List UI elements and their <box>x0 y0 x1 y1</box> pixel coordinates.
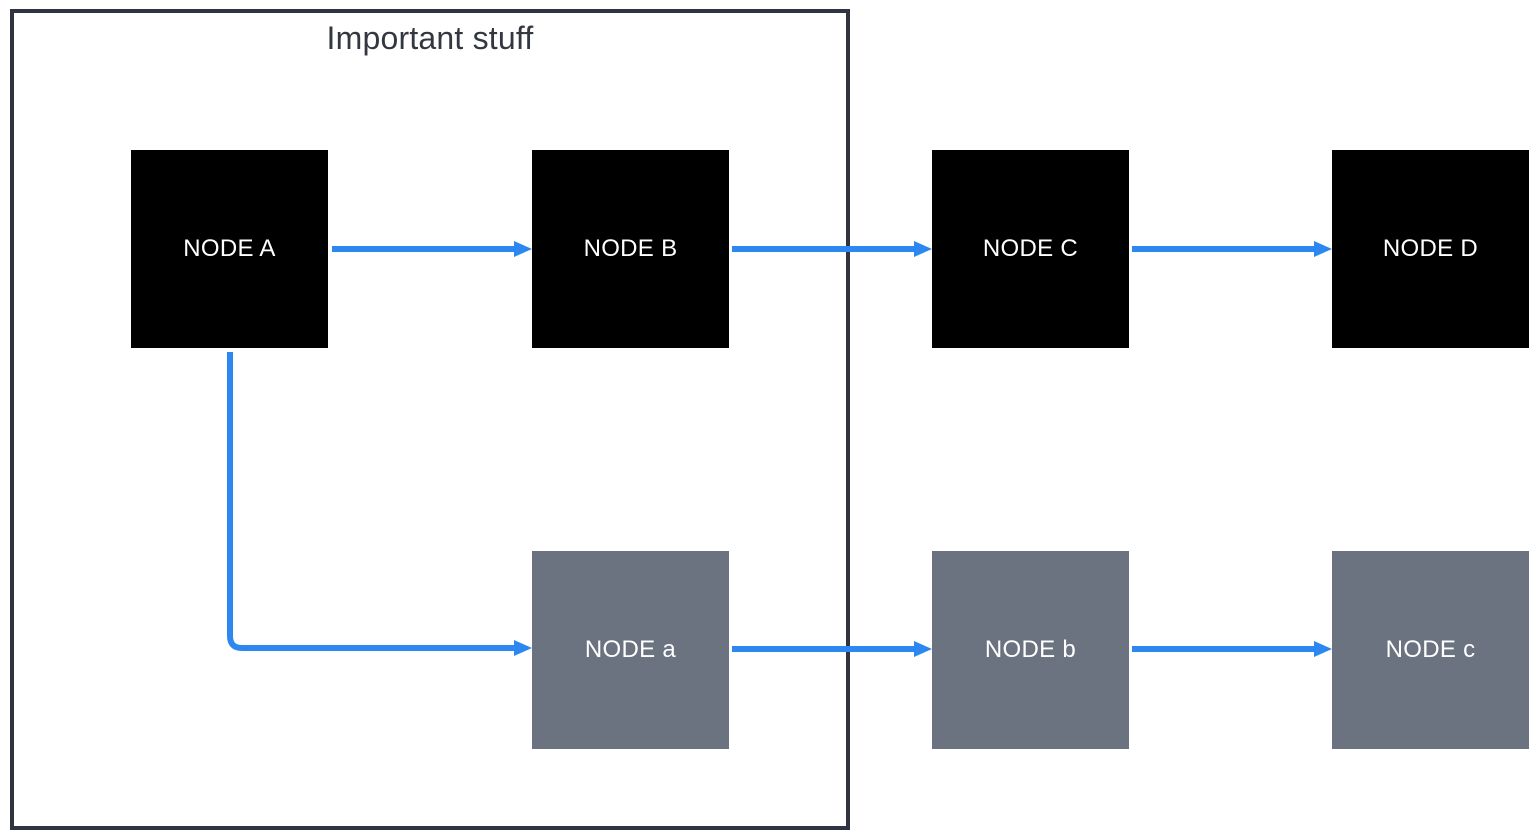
arrowhead-a-b <box>914 641 932 657</box>
cluster-important-stuff[interactable] <box>10 9 850 830</box>
arrowhead-C-D <box>1314 241 1332 257</box>
node-a[interactable]: NODE a <box>532 551 729 749</box>
node-label-c: NODE c <box>1385 636 1476 663</box>
node-label-D: NODE D <box>1382 235 1479 262</box>
cluster-title-label: Important stuff <box>326 20 534 56</box>
node-b[interactable]: NODE b <box>932 551 1129 749</box>
node-B[interactable]: NODE B <box>532 150 729 348</box>
node-label-C: NODE C <box>982 235 1079 262</box>
node-label-a: NODE a <box>584 636 677 663</box>
node-C[interactable]: NODE C <box>932 150 1129 348</box>
node-D[interactable]: NODE D <box>1332 150 1529 348</box>
node-label-b: NODE b <box>984 636 1077 663</box>
node-label-B: NODE B <box>583 235 678 262</box>
edge-C-D <box>1132 241 1332 257</box>
edge-b-c <box>1132 641 1332 657</box>
arrowhead-b-c <box>1314 641 1332 657</box>
node-c[interactable]: NODE c <box>1332 551 1529 749</box>
arrowhead-B-C <box>914 241 932 257</box>
node-label-A: NODE A <box>183 235 276 262</box>
node-A[interactable]: NODE A <box>131 150 328 348</box>
